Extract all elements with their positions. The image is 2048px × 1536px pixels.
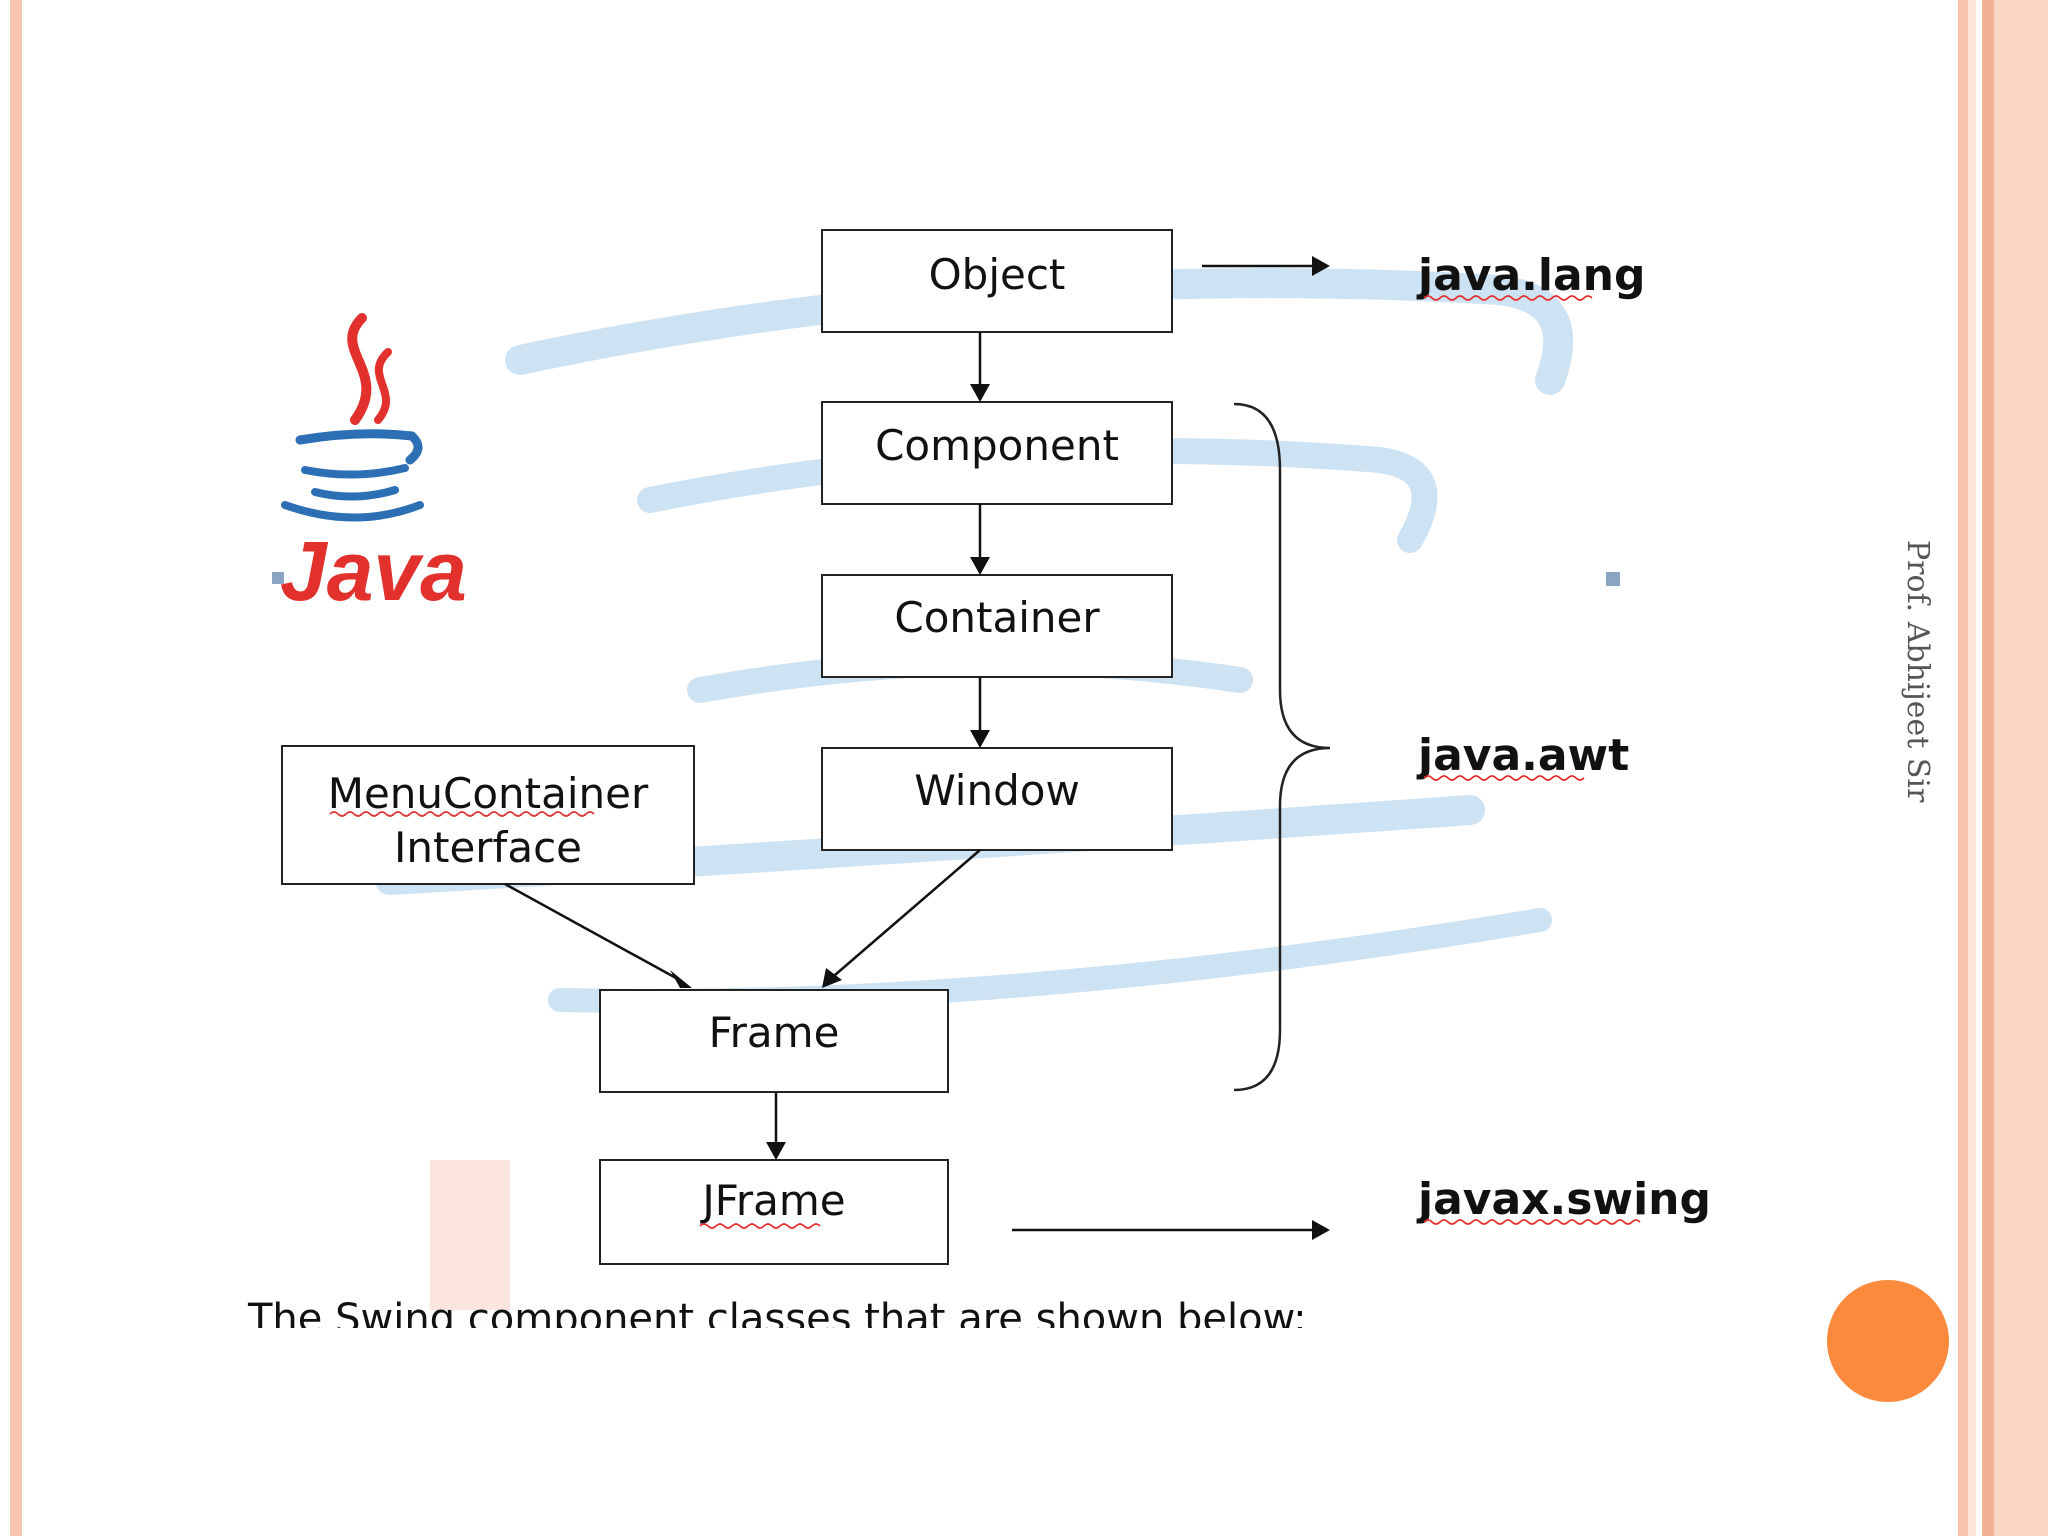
node-frame: Frame (599, 989, 949, 1093)
spellcheck-underline (699, 1223, 821, 1229)
slide-credit: Prof. Abhijeet Sir (1900, 540, 1935, 803)
package-java-lang: java.lang (1416, 250, 1645, 301)
decorative-orange-circle (1827, 1280, 1949, 1402)
arrow-icon (1312, 1220, 1330, 1240)
right-border-stripe (1958, 0, 1968, 1536)
arrow-icon (970, 730, 990, 748)
spellcheck-underline (1423, 775, 1585, 781)
node-menucontainer-sublabel: Interface (394, 823, 582, 872)
node-object-label: Object (929, 250, 1066, 299)
diagram-caption: The Swing component classes that are sho… (247, 1296, 1307, 1342)
arrow-icon (970, 557, 990, 575)
bullet-marker (1606, 572, 1620, 586)
node-jframe-label: JFrame (699, 1176, 845, 1225)
spellcheck-underline (329, 811, 595, 817)
spellcheck-underline (1423, 1219, 1641, 1225)
node-container-label: Container (894, 593, 1100, 642)
node-object: Object (821, 229, 1173, 333)
curly-brace-icon (1233, 402, 1331, 1092)
right-border-stripe (1968, 0, 1976, 1536)
node-menucontainer: MenuContainer Interface (281, 745, 695, 885)
arrow-menucontainer-frame (504, 882, 677, 980)
bullet-marker (272, 572, 284, 584)
node-component: Component (821, 401, 1173, 505)
right-border-stripe (1982, 0, 1994, 1536)
right-border-stripe (1994, 0, 2048, 1536)
node-component-label: Component (875, 421, 1119, 470)
arrow-icon (1312, 256, 1330, 276)
arrow-window-frame (834, 849, 981, 976)
arrow-icon (822, 968, 842, 988)
package-javax-swing: javax.swing (1416, 1174, 1711, 1225)
arrow-icon (766, 1142, 786, 1160)
arrow-icon (970, 384, 990, 402)
class-hierarchy-diagram: Java Object Component Container Window M… (247, 229, 1711, 1342)
left-border-rule (10, 0, 22, 1536)
node-container: Container (821, 574, 1173, 678)
node-window: Window (821, 747, 1173, 851)
node-menucontainer-label: MenuContainer (328, 769, 649, 818)
arrows (504, 256, 1330, 1240)
node-frame-label: Frame (709, 1008, 840, 1057)
java-logo-icon: Java (272, 313, 467, 618)
java-logo-text: Java (280, 524, 467, 618)
spellcheck-underline (1423, 295, 1593, 301)
node-window-label: Window (914, 766, 1080, 815)
node-jframe: JFrame (599, 1159, 949, 1265)
arrow-icon (670, 970, 692, 988)
package-java-awt: java.awt (1416, 730, 1629, 781)
